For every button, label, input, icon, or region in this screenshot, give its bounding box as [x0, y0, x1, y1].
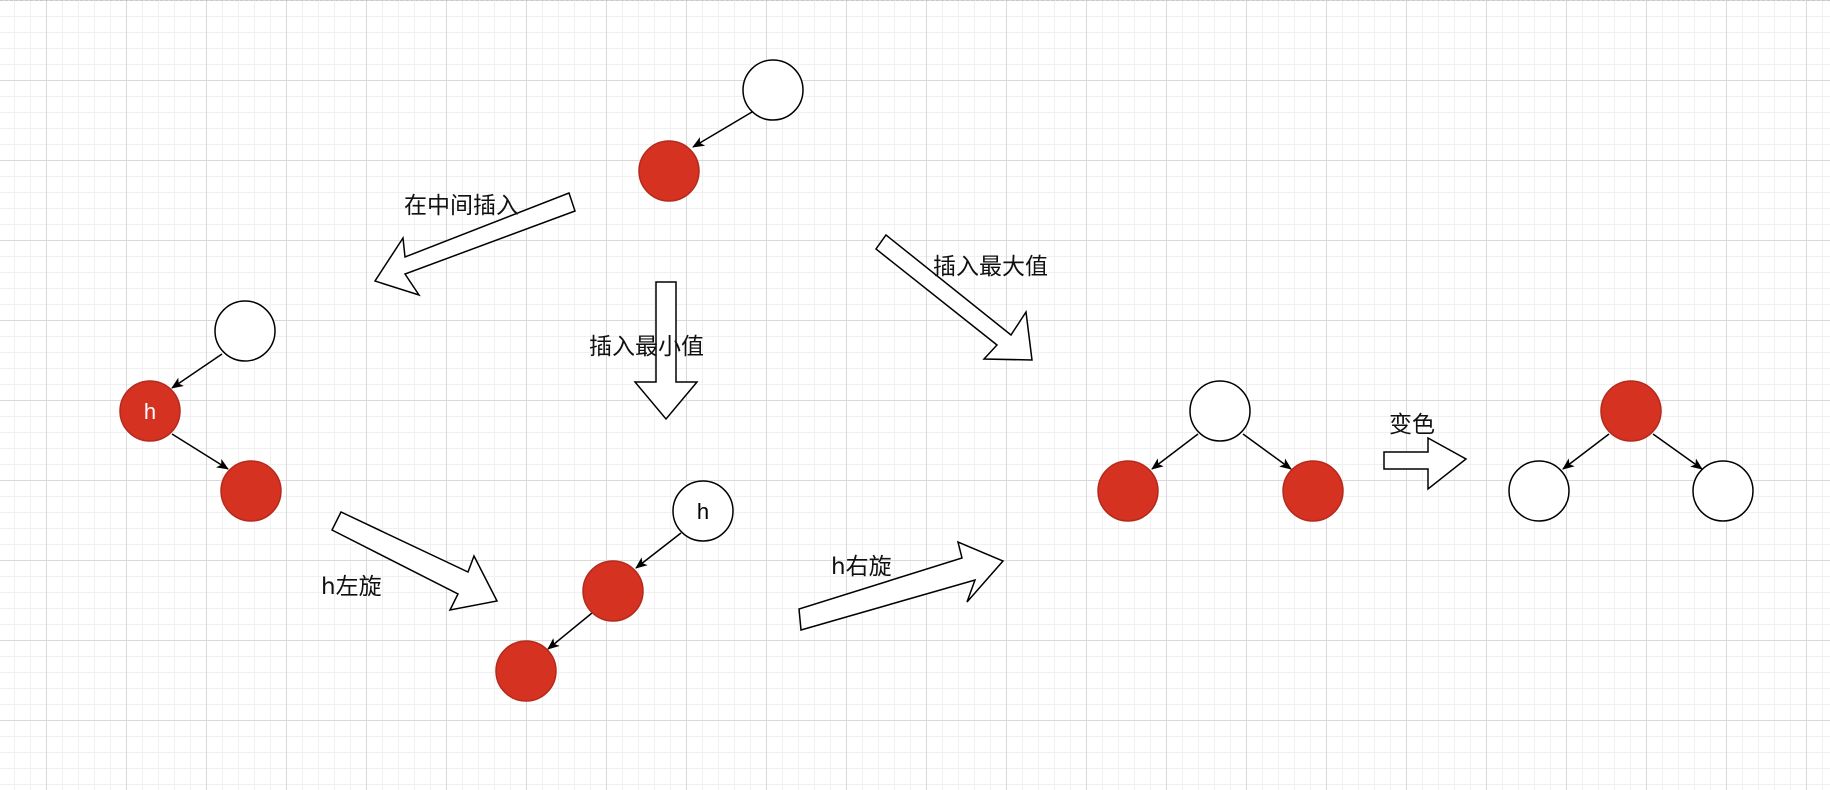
edge [1151, 433, 1199, 470]
label-rotate-right: h右旋 [831, 554, 892, 580]
tree-recolored [1508, 380, 1754, 522]
tree-min-inserted: h [495, 480, 734, 702]
black-node-h[interactable] [672, 480, 734, 542]
black-node[interactable] [1508, 460, 1570, 522]
black-node[interactable] [214, 300, 276, 362]
red-node[interactable] [638, 140, 700, 202]
edge [171, 353, 223, 389]
tree-max-inserted [1097, 380, 1344, 522]
block-arrow-recolor[interactable] [1383, 436, 1468, 491]
block-arrow-insert-max[interactable] [874, 233, 1033, 361]
red-node[interactable] [1097, 460, 1159, 522]
edge [547, 612, 593, 650]
edge [1652, 433, 1703, 470]
edge [692, 111, 753, 148]
label-insert-middle: 在中间插入 [404, 193, 519, 219]
block-arrow-rotate-left[interactable] [330, 511, 499, 612]
edge [635, 532, 682, 569]
node-label-h: h [697, 499, 709, 524]
black-node[interactable] [1692, 460, 1754, 522]
block-arrow-insert-middle[interactable] [373, 192, 576, 297]
label-rotate-left: h左旋 [321, 574, 382, 600]
label-insert-min: 插入最小值 [589, 334, 704, 360]
red-node-h[interactable] [119, 380, 181, 442]
block-arrow-insert-min[interactable] [633, 281, 699, 421]
node-label-h: h [144, 399, 156, 424]
black-node[interactable] [742, 59, 804, 121]
edge [1562, 433, 1610, 470]
red-node[interactable] [1282, 460, 1344, 522]
red-node[interactable] [220, 460, 282, 522]
label-recolor: 变色 [1389, 412, 1435, 438]
tree-initial [638, 59, 804, 202]
red-node[interactable] [1600, 380, 1662, 442]
red-node[interactable] [582, 560, 644, 622]
label-insert-max: 插入最大值 [933, 254, 1048, 280]
edge [171, 433, 229, 470]
block-arrow-rotate-right[interactable] [798, 540, 1005, 631]
edge [1242, 433, 1292, 470]
tree-middle-inserted: h [119, 300, 282, 522]
black-node[interactable] [1189, 380, 1251, 442]
canvas-top-border [0, 0, 1830, 1]
red-node[interactable] [495, 640, 557, 702]
